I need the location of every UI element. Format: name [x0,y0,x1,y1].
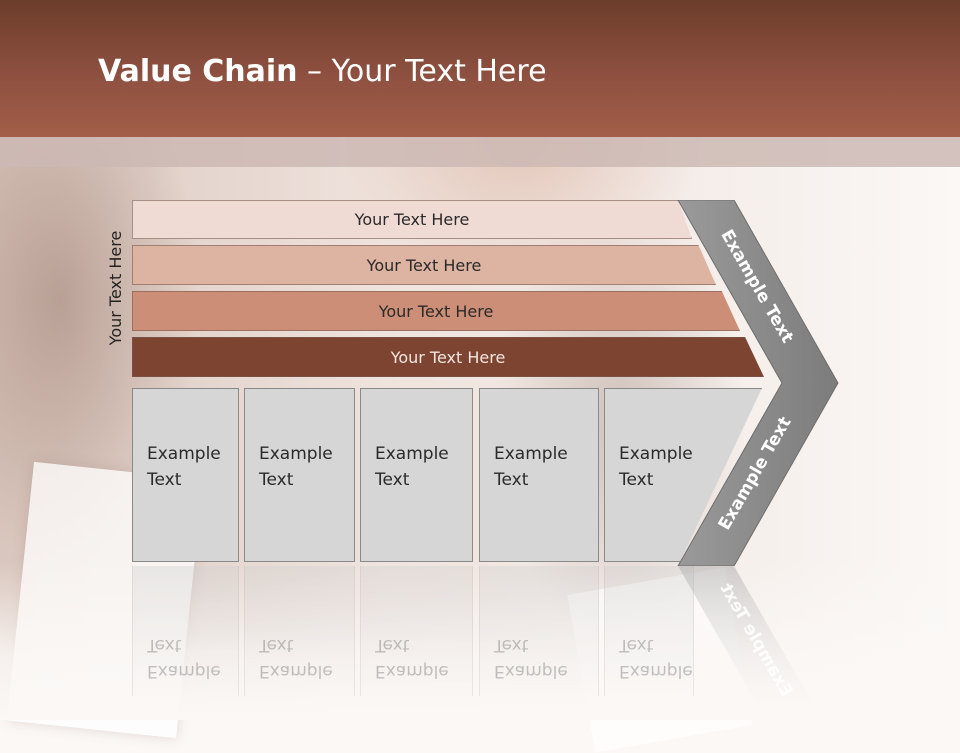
support-bar-1[interactable]: Your Text Here [132,200,692,239]
primary-box-2-line2: Text [259,470,294,490]
slide-title-rest: – Your Text Here [297,54,547,89]
support-bar-4[interactable]: Your Text Here [132,337,764,377]
support-bar-2[interactable]: Your Text Here [132,245,716,285]
slide-title-bold: Value Chain [98,54,298,89]
primary-box-3[interactable]: Example Text [360,388,473,562]
primary-box-4[interactable]: Example Text [479,388,599,562]
primary-box-4-line2: Text [494,470,529,490]
margin-chevron-shape [677,200,839,566]
primary-box-3-line1: Example [375,444,449,464]
slide-title[interactable]: Value Chain – Your Text Here [98,54,547,89]
chevron-reflection [678,566,814,706]
margin-chevron[interactable] [676,200,842,566]
primary-box-5-line1: Example [619,444,693,464]
support-bar-3[interactable]: Your Text Here [132,291,740,331]
primary-box-1-line2: Text [147,470,182,490]
title-band [0,137,960,167]
title-banner [0,0,960,137]
side-label[interactable]: Your Text Here [106,230,125,346]
primary-box-1-line1: Example [147,444,221,464]
primary-box-5-line2: Text [619,470,654,490]
primary-box-4-line1: Example [494,444,568,464]
primary-box-3-line2: Text [375,470,410,490]
primary-box-2-line1: Example [259,444,333,464]
primary-box-1[interactable]: Example Text [132,388,239,562]
primary-box-2[interactable]: Example Text [244,388,355,562]
